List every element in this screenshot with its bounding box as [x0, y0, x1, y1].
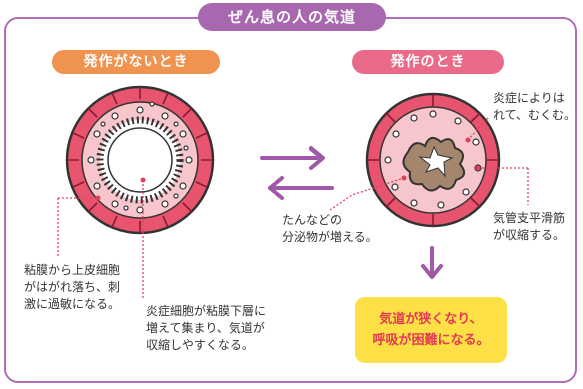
annotation-epithelium: 粘膜から上皮細胞 がはがれ落ち、刺 激に過敏になる。: [24, 262, 120, 313]
annotation-line: れて、むくむ。: [493, 108, 577, 122]
result-line: 気道が狭くなり、: [379, 312, 483, 327]
annotation-smooth-muscle: 気管支平滑筋 が収縮する。: [493, 210, 565, 244]
diagram-title: ぜん息の人の気道: [198, 3, 386, 31]
leader-dots: [95, 137, 481, 201]
annotation-line: が収縮する。: [493, 228, 566, 242]
down-arrow: [421, 246, 443, 279]
annotation-line: 炎症によりは: [493, 91, 565, 105]
annotation-inflammatory-cells: 炎症細胞が粘膜下層に 増えて集まり、気道が 収縮しやすくなる。: [146, 303, 266, 354]
annotation-inflammation-swelling: 炎症によりは れて、むくむ。: [493, 90, 576, 124]
annotation-line: 激に過敏になる。: [24, 297, 121, 311]
transition-arrows: [260, 146, 334, 200]
label-during-attack: 発作のとき: [352, 50, 504, 74]
leader-lines: [57, 117, 529, 298]
attack-airway-cross-section: [365, 92, 501, 228]
annotation-line: 分泌物が増える。: [282, 230, 378, 244]
annotation-line: 気管支平滑筋: [493, 211, 566, 225]
normal-airway-cross-section: [65, 85, 215, 235]
annotation-line: 粘膜から上皮細胞: [24, 263, 121, 277]
result-line: 呼吸が困難になる。: [372, 333, 490, 348]
annotation-secretions: たんなどの 分泌物が増える。: [282, 212, 378, 246]
annotation-line: がはがれ落ち、刺: [24, 280, 121, 294]
annotation-line: たんなどの: [282, 213, 343, 227]
annotation-line: 収縮しやすくなる。: [146, 338, 254, 352]
annotation-line: 炎症細胞が粘膜下層に: [146, 304, 267, 318]
label-no-attack: 発作がないとき: [52, 50, 220, 74]
result-box: 気道が狭くなり、 呼吸が困難になる。: [355, 297, 507, 363]
annotation-line: 増えて集まり、気道が: [146, 321, 265, 335]
